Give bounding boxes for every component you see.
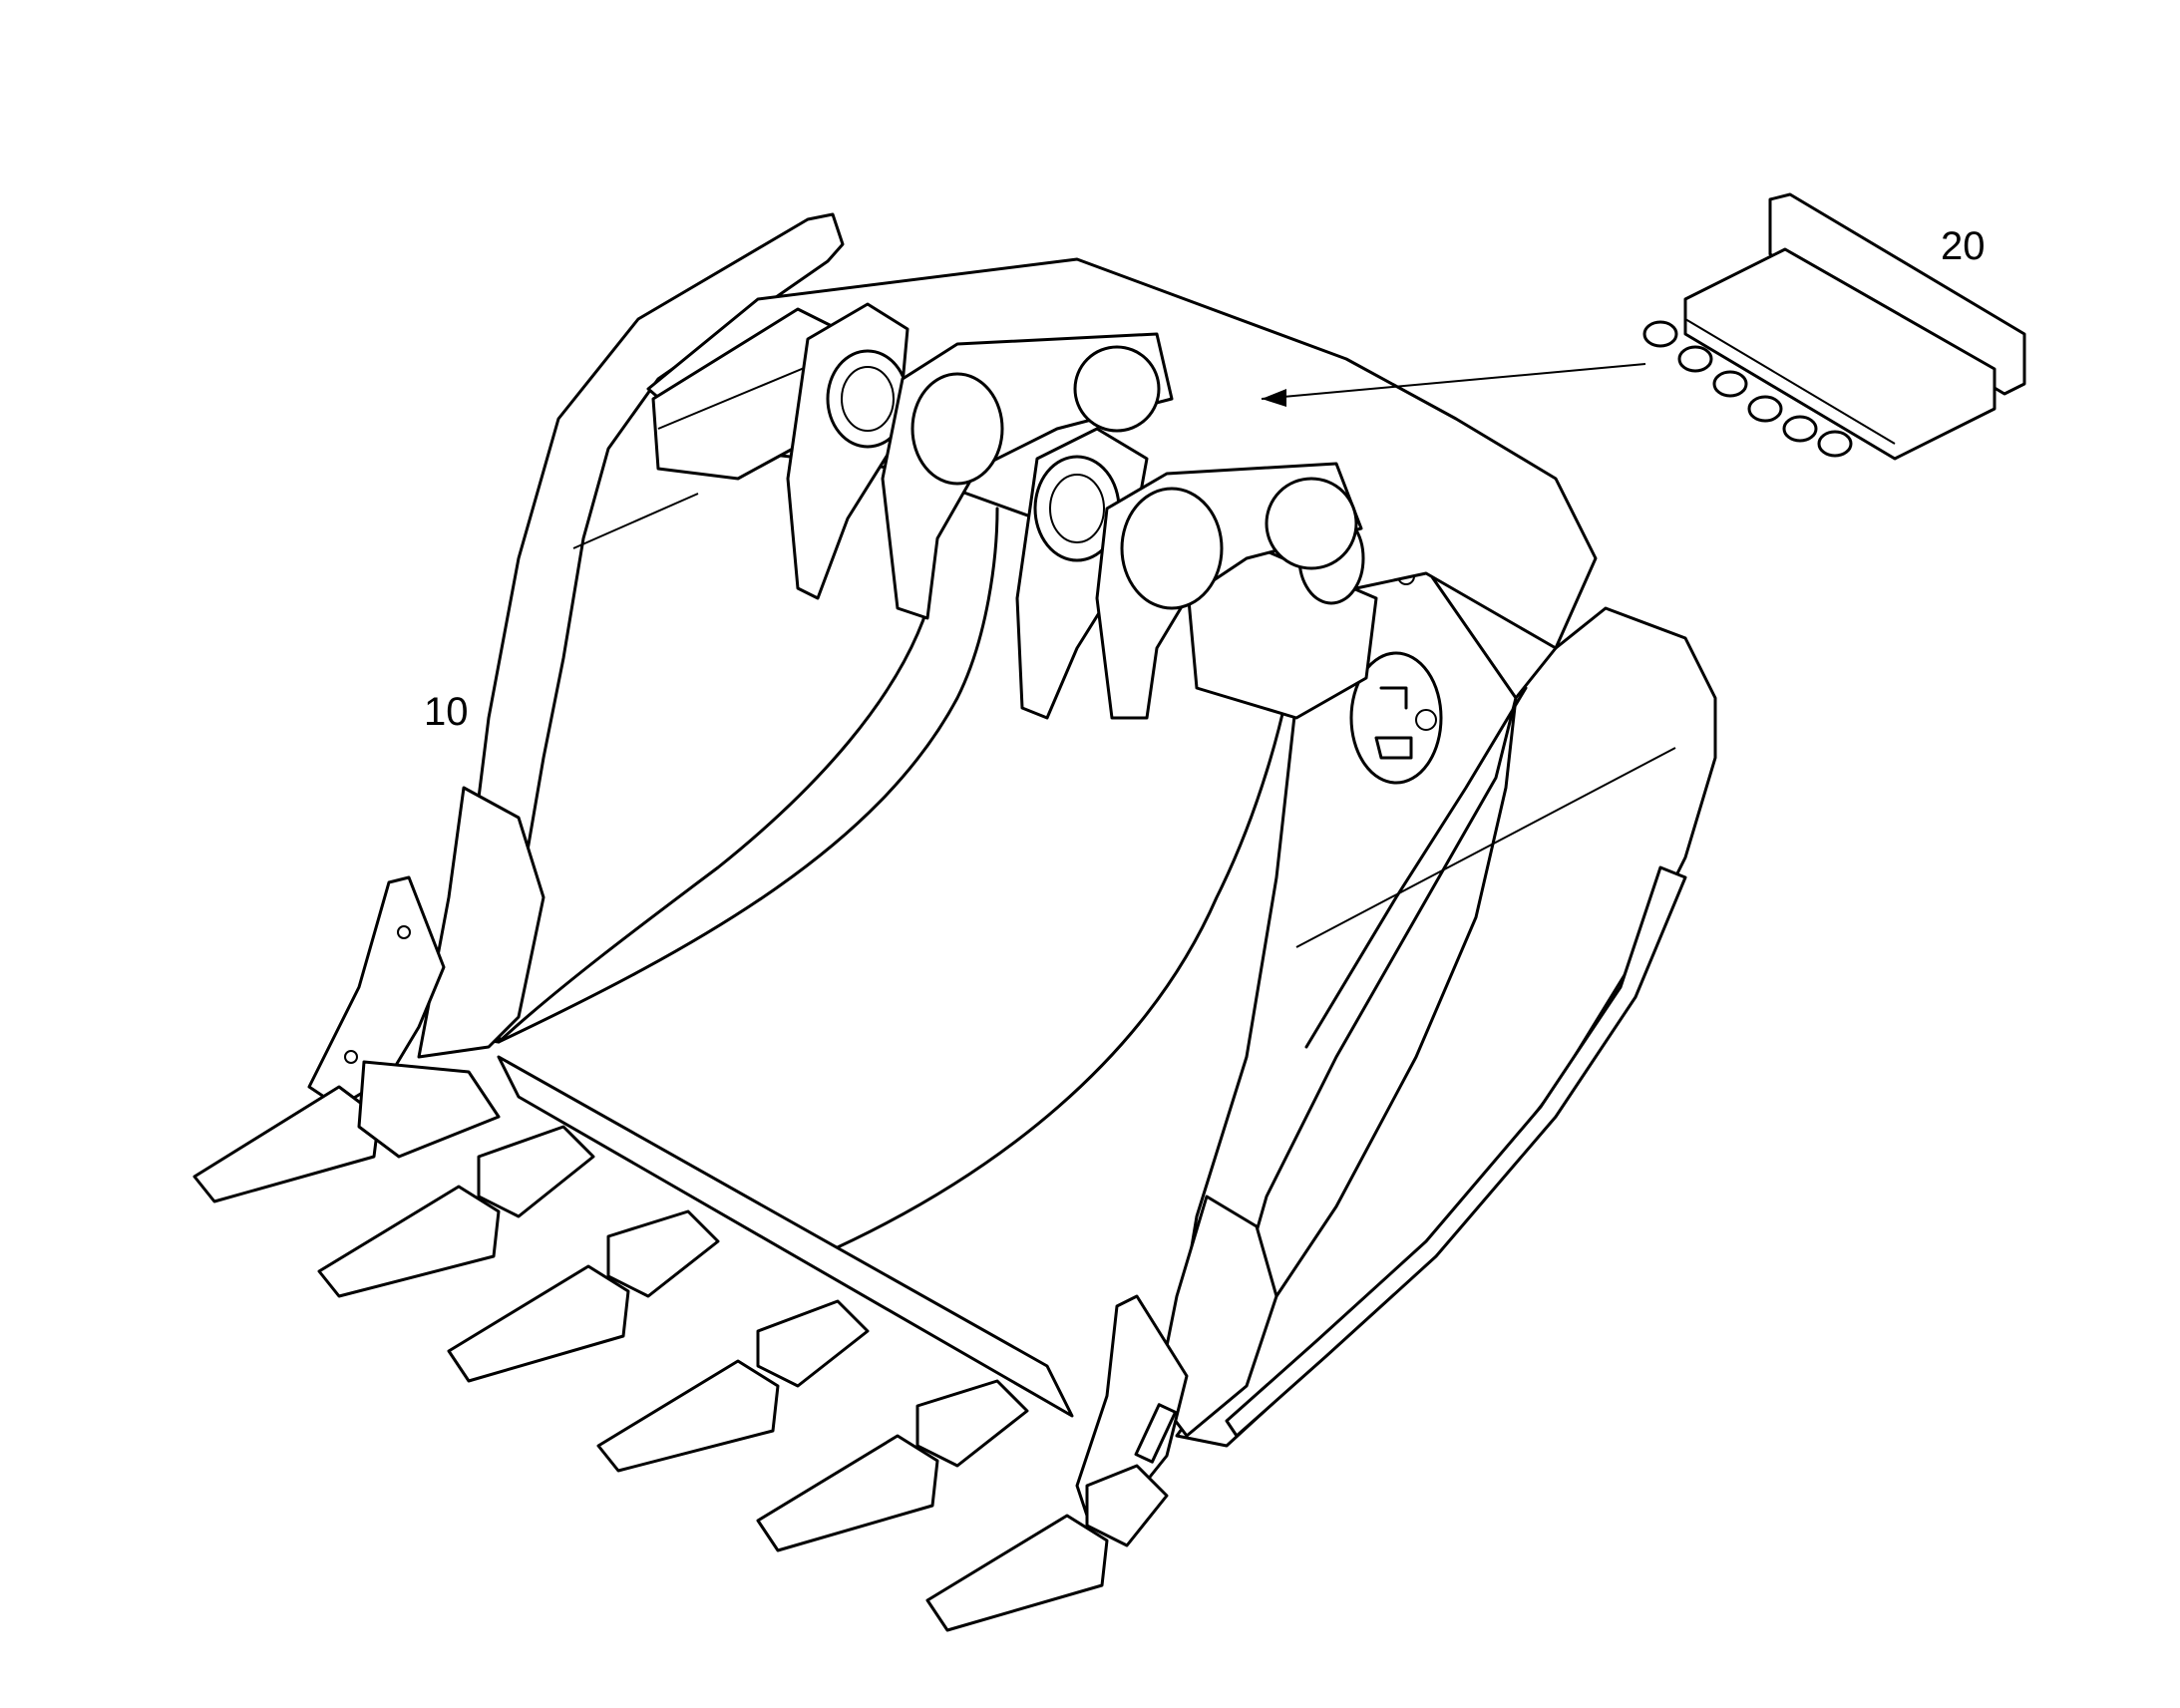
- bucket-assembly: [307, 212, 1717, 1518]
- left-wear-plate: [417, 786, 545, 1059]
- tooth-5: [756, 1379, 1029, 1552]
- cutting-edge: [497, 1055, 1074, 1418]
- tooth-6: [925, 1464, 1169, 1632]
- link-lug-4: [1095, 462, 1363, 720]
- tooth-2: [317, 1125, 595, 1298]
- grease-fittings: [1642, 320, 1853, 458]
- logo-disc: [1349, 651, 1443, 785]
- link-lug-3: [1015, 427, 1149, 720]
- leader-line-10: [572, 493, 699, 549]
- link-lug-1: [786, 302, 909, 600]
- tooth-1: [192, 1060, 501, 1203]
- link-lug-2: [881, 332, 1174, 620]
- shell-wear-strip: [1225, 865, 1687, 1438]
- tooth-4: [596, 1299, 870, 1473]
- lubrication-block: [1261, 192, 2026, 461]
- bucket-teeth: [192, 1060, 1169, 1632]
- tooth-3: [447, 1209, 720, 1383]
- bucket-back-wall: [497, 507, 999, 1044]
- callout-10: 10: [424, 690, 469, 734]
- leader-line-20: [1261, 363, 1646, 400]
- callout-20: 20: [1941, 224, 1986, 268]
